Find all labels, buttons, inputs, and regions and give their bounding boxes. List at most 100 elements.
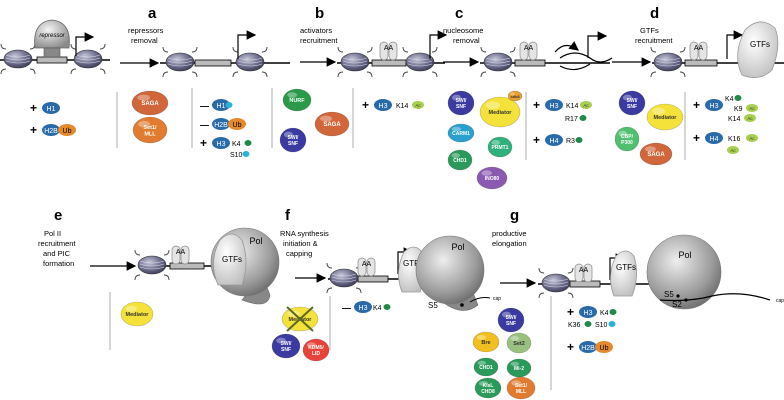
mark-row-h2b-minus: — H2B Ub: [200, 118, 246, 130]
complex-cbp-p300-highlight: [618, 130, 627, 137]
complex-saga-b-highlight: [320, 115, 332, 122]
nucleosome-core: [340, 52, 370, 72]
acetyl-label: Ac: [730, 148, 736, 153]
dna-wrap: [237, 63, 263, 67]
histone-tail: [402, 46, 409, 53]
complex-swisnf-c: SWI/SNF: [447, 90, 475, 116]
activator-subunit: [357, 257, 367, 277]
activator-subunit: [583, 263, 593, 283]
caption-e-line1: Pol II: [44, 229, 61, 238]
caption-b-line2: recruitment: [300, 36, 338, 45]
pol-label-g: Pol: [678, 250, 691, 260]
nucleosome: [326, 262, 362, 294]
complex-nurf-highlight: [287, 92, 297, 98]
histone-label: H1: [47, 106, 56, 113]
complex-kdm5-lid-label: LID: [312, 351, 320, 357]
acetyl-mark: [580, 101, 592, 109]
complex-kisl-chd8-highlight: [478, 381, 489, 386]
complex-mediator-c: Mediator: [479, 96, 521, 128]
complex-cdk8-highlight: [510, 92, 515, 95]
residue-label: K4: [725, 96, 734, 103]
activator-subunit: [388, 41, 398, 61]
nucleosome: [134, 249, 170, 281]
pol-shape-f: Pol S5 cap: [415, 235, 501, 311]
caption-g-line2: elongation: [492, 239, 527, 248]
dna-wrap: [5, 54, 31, 58]
nucleosome-core: [137, 255, 167, 275]
complex-saga-a-label: SAGA: [141, 101, 159, 107]
dna-wrap: [167, 63, 193, 67]
histone-label: H3: [550, 103, 559, 110]
complex-saga-d-shape: [639, 142, 673, 166]
histone-label: H3: [359, 305, 368, 312]
caption-d-line2: recruitment: [635, 36, 673, 45]
complex-set1-a-shape: [132, 116, 168, 144]
phospho-mark: [242, 151, 250, 157]
pol-label-f: Pol: [451, 242, 464, 252]
histone-label: H4: [710, 136, 719, 143]
complex-swisnf-f-label: SNF: [281, 347, 291, 353]
histone-label: H2B: [214, 122, 228, 129]
complex-swisnf-d-label: SNF: [627, 104, 637, 110]
complex-saga-b-shape: [314, 111, 350, 137]
nucleosome: [650, 46, 686, 78]
histone-tail: [70, 43, 77, 50]
complex-mi2: Mi-2: [506, 358, 532, 378]
residue-label: K4: [232, 141, 241, 148]
activator-aa: AA: [574, 263, 593, 283]
histone-tail: [0, 68, 7, 75]
gtfs-label-e: GTFs: [222, 255, 242, 264]
nucleosome: [70, 43, 106, 75]
histone-tail: [366, 71, 373, 78]
panel-letter-d: d: [650, 5, 659, 22]
ubiquitin-pill: [58, 124, 76, 136]
activator-aa: AA: [689, 41, 708, 61]
histone-tail: [163, 249, 170, 256]
complex-saga-a-shape: [131, 90, 169, 116]
dna-wrap: [655, 63, 681, 67]
acetyl-label: Ac: [749, 136, 755, 141]
histone-pill: [579, 341, 597, 353]
complex-prmt1-shape: [487, 136, 513, 158]
complex-saga-d-label: SAGA: [647, 152, 665, 158]
histone-label: H3: [584, 310, 593, 317]
complex-chd1-c: CHD1: [447, 149, 473, 171]
histone-label: H3: [710, 103, 719, 110]
mark-sign: +: [693, 131, 700, 145]
complex-set2-label: Set2: [513, 341, 525, 347]
complex-mediator-c-label: Mediator: [489, 110, 513, 116]
histone-tail: [650, 46, 657, 53]
histone-tail: [431, 71, 438, 78]
complex-cbp-p300-label: P300: [621, 140, 633, 146]
methyl-mark: [579, 115, 587, 121]
complex-swisnf-g-label: SWI/: [506, 315, 517, 321]
complex-chd1-c-label: CHD1: [453, 158, 467, 164]
complex-saga-b-label: SAGA: [323, 122, 341, 128]
histone-pill: [705, 132, 723, 144]
cap-label-g: cap: [776, 298, 784, 304]
activator-subunit: [180, 245, 190, 265]
residue-label: S10: [230, 152, 243, 159]
complex-set2-highlight: [510, 336, 519, 341]
dna-wrap: [75, 54, 101, 58]
complex-prmt1: PRMT1: [487, 136, 513, 158]
histone-tail: [337, 46, 344, 53]
histone-tail: [261, 71, 268, 78]
caption-b-line1: activators: [300, 26, 332, 35]
complex-kdm5-lid-highlight: [306, 342, 317, 348]
complex-chd1-g-label: CHD1: [479, 365, 493, 371]
ubiquitin-label: Ub: [233, 122, 242, 129]
histone-pill: [42, 102, 60, 114]
histone-pill: [705, 99, 723, 111]
mark-sign: —: [200, 120, 209, 130]
dna-wrap: [331, 276, 357, 280]
methyl-mark: [734, 95, 742, 101]
